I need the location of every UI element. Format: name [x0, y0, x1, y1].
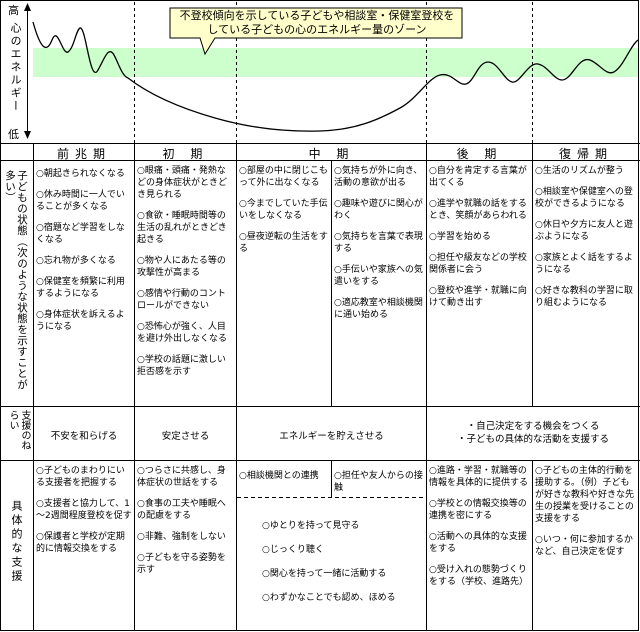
- phase-header-fukki: 復帰期: [558, 147, 613, 161]
- concrete-chuki-common: ○ゆとりを持って見守る ○じっくり聴く ○関心を持って一緒に活動する ○わずかな…: [262, 520, 422, 613]
- list-item: ○相談機関との連携: [239, 471, 319, 481]
- list-item: ○ゆとりを持って見守る: [262, 521, 360, 531]
- list-item: ○登校や進学・就職に向けて動き出す: [429, 286, 527, 308]
- list-item: ○部屋の中に閉じこもって外に出なくなる: [239, 166, 328, 188]
- aim-later-line-1: ・自己決定をする機会をつくる: [466, 421, 600, 432]
- list-item: ○担任や級友などの学校関係者に会う: [429, 253, 527, 275]
- list-item: ○進学や就職の話をするとき、笑顔があらわれる: [429, 199, 527, 221]
- list-item: ○手伝いや家族への気遣いをする: [334, 265, 423, 287]
- list-item: ○昼夜逆転の生活をする: [239, 232, 328, 254]
- phase-divider-lines: [134, 143, 533, 631]
- list-item: ○つらさに共感し、身体症状の世話をする: [137, 466, 226, 488]
- state-zencho: ○朝起きられなくなる ○休み時間に一人でいることが多くなる ○宿題など学習をしな…: [36, 168, 132, 342]
- aim-shoki: 安定させる: [161, 431, 210, 442]
- state-koki: ○自分を肯定する言葉が出てくる ○進学や就職の話をするとき、笑顔があらわれる ○…: [429, 165, 530, 318]
- aim-chuki: エネルギーを貯えさせる: [279, 431, 384, 442]
- state-shoki: ○眼痛・頭痛・発熱などの身体症状がときどき見られる ○食欲・睡眠時間等の生活の乱…: [137, 165, 234, 387]
- concrete-fukki: ○子どもの主体的行動を援助する。（例）子どもが好きな教科や好きな先生の授業を受け…: [535, 465, 636, 567]
- list-item: ○子どもを守る姿勢を示す: [137, 553, 226, 575]
- list-item: ○関心を持って一緒に活動する: [262, 569, 387, 579]
- y-axis-label: 心のエネルギー: [9, 22, 22, 113]
- phase-header-chuki: 中 期: [308, 147, 355, 161]
- state-fukki: ○生活のリズムが整う ○相談室や保健室への登校ができるようになる ○休日や夕方に…: [535, 165, 636, 318]
- arrow-down-icon: [24, 131, 31, 139]
- list-item: ○休日や夕方に友人と遊ぶようになる: [535, 220, 633, 242]
- list-item: ○趣味や遊びに関心がわく: [334, 199, 423, 221]
- list-item: ○いつ・何に参加するかなど、自己決定を促す: [535, 535, 633, 557]
- list-item: ○受け入れの態勢づくりをする（学校、進路先）: [429, 565, 529, 587]
- list-item: ○気持ちを言葉で表現する: [334, 232, 423, 254]
- arrow-up-icon: [24, 3, 31, 11]
- aim-zencho: 不安を和らげる: [50, 431, 118, 442]
- list-item: ○進路・学習・就職等の情報を具体的に提供する: [429, 466, 529, 488]
- phase-header-zencho: 前兆期: [56, 147, 111, 161]
- list-item: ○家族とよく話をするようになる: [535, 253, 633, 275]
- concrete-chuki-b: ○担任や友人からの接触: [334, 470, 424, 503]
- list-item: ○わずかなことでも認め、ほめる: [262, 593, 396, 603]
- list-item: ○保護者と学校が定期的に情報交換をする: [36, 532, 125, 554]
- list-item: ○眼痛・頭痛・発熱などの身体症状がときどき見られる: [137, 166, 228, 200]
- list-item: ○感情や行動のコントロールができない: [137, 289, 226, 311]
- row-label-state: 子どもの状態（次のような状態を示すことが多い）: [4, 170, 28, 390]
- list-item: ○身体症状を訴えるようになる: [36, 310, 125, 332]
- energy-curve: [32, 21, 639, 132]
- list-item: ○自分を肯定する言葉が出てくる: [429, 166, 527, 188]
- state-chuki-b: ○気持ちが外に向き、活動の意欲が出る ○趣味や遊びに関心がわく ○気持ちを言葉で…: [334, 165, 424, 330]
- list-item: ○保健室を頻繁に利用するようになる: [36, 277, 125, 299]
- y-axis-low-label: 低: [8, 128, 19, 141]
- phase-header-shoki: 初 期: [162, 147, 209, 161]
- concrete-koki: ○進路・学習・就職等の情報を具体的に提供する ○学校との情報交換等の連携を密にす…: [429, 465, 530, 597]
- callout-line-1: 不登校傾向を示している子どもや相談室・保健室登校を: [179, 9, 455, 22]
- callout-box: [169, 7, 463, 56]
- list-item: ○適応教室や相談機関に通い始める: [334, 298, 423, 320]
- y-axis-high-label: 高: [8, 4, 19, 17]
- callout-line-2: している子どもの心のエネルギー量のゾーン: [207, 23, 427, 36]
- list-item: ○恐怖心が強く、人目を避け外出しなくなる: [137, 322, 228, 344]
- list-item: ○忘れ物が多くなる: [36, 256, 116, 266]
- callout-text: 不登校傾向を示している子どもや相談室・保健室登校を している子どもの心のエネルギ…: [174, 9, 460, 37]
- list-item: ○今までしていた手伝いをしなくなる: [239, 199, 328, 221]
- phase-header-koki: 後 期: [456, 147, 503, 161]
- aim-later: ・自己決定をする機会をつくる ・子どもの具体的な活動を支援する: [427, 420, 639, 446]
- list-item: ○朝起きられなくなる: [36, 169, 125, 179]
- concrete-shoki: ○つらさに共感し、身体症状の世話をする ○食事の工夫や睡眠への配慮をする ○非難…: [137, 465, 234, 585]
- list-item: ○学習を始める: [429, 232, 491, 242]
- energy-zone-band: [33, 48, 638, 77]
- list-item: ○休み時間に一人でいることが多くなる: [36, 190, 125, 212]
- concrete-chuki-a: ○相談機関との連携: [239, 470, 329, 491]
- list-item: ○物や人にあたる等の攻撃性が高まる: [137, 256, 226, 278]
- list-item: ○食欲・睡眠時間等の生活の乱れがときどき起きる: [137, 211, 227, 245]
- list-item: ○好きな教科の学習に取り組むようになる: [535, 286, 633, 308]
- list-item: ○活動への具体的な支援をする: [429, 532, 527, 554]
- list-item: ○食事の工夫や睡眠への配慮をする: [137, 499, 226, 521]
- list-item: ○学校との情報交換等の連携を密にする: [429, 499, 527, 521]
- list-item: ○支援者と協力して、1～2週間程度登校を促す: [36, 499, 132, 521]
- list-item: ○学校の話題に激しい拒否感を示す: [137, 355, 226, 377]
- list-item: ○担任や友人からの接触: [334, 471, 423, 493]
- concrete-zencho: ○子どものまわりにいる支援者を把握する ○支援者と協力して、1～2週間程度登校を…: [36, 465, 132, 564]
- aim-later-line-2: ・子どもの具体的な活動を支援する: [456, 434, 609, 445]
- list-item: ○子どものまわりにいる支援者を把握する: [36, 466, 125, 488]
- list-item: ○子どもの主体的行動を援助する。（例）子どもが好きな教科や好きな先生の授業を受け…: [535, 466, 635, 524]
- list-item: ○宿題など学習をしなくなる: [36, 223, 125, 245]
- state-chuki-a: ○部屋の中に閉じこもって外に出なくなる ○今までしていた手伝いをしなくなる ○昼…: [239, 165, 329, 264]
- list-item: ○非難、強制をしない: [137, 532, 226, 542]
- list-item: ○気持ちが外に向き、活動の意欲が出る: [334, 166, 423, 188]
- row-label-concrete: 具体的な支援: [10, 500, 23, 584]
- list-item: ○じっくり聴く: [262, 545, 324, 555]
- list-item: ○相談室や保健室への登校ができるようになる: [535, 187, 633, 209]
- row-label-aim: 支援のねらい: [7, 410, 30, 450]
- list-item: ○生活のリズムが整う: [535, 166, 624, 176]
